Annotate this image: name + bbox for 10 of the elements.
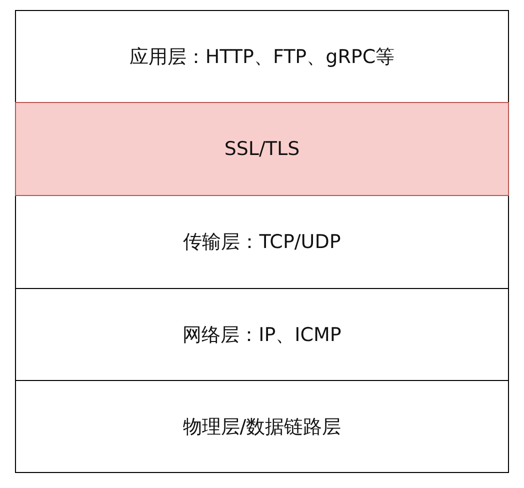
layer-box bbox=[15, 10, 509, 103]
layer-label: 网络层：IP、ICMP bbox=[182, 322, 342, 348]
layer-box bbox=[15, 102, 509, 196]
layer-box bbox=[15, 288, 509, 381]
layer-label: SSL/TLS bbox=[224, 138, 300, 160]
layer-label: 应用层：HTTP、FTP、gRPC等 bbox=[129, 44, 395, 70]
layer-box bbox=[15, 380, 509, 473]
layer-label: 传输层：TCP/UDP bbox=[183, 230, 341, 255]
layer-box bbox=[15, 195, 509, 289]
layer-label: 物理层/数据链路层 bbox=[182, 414, 342, 440]
